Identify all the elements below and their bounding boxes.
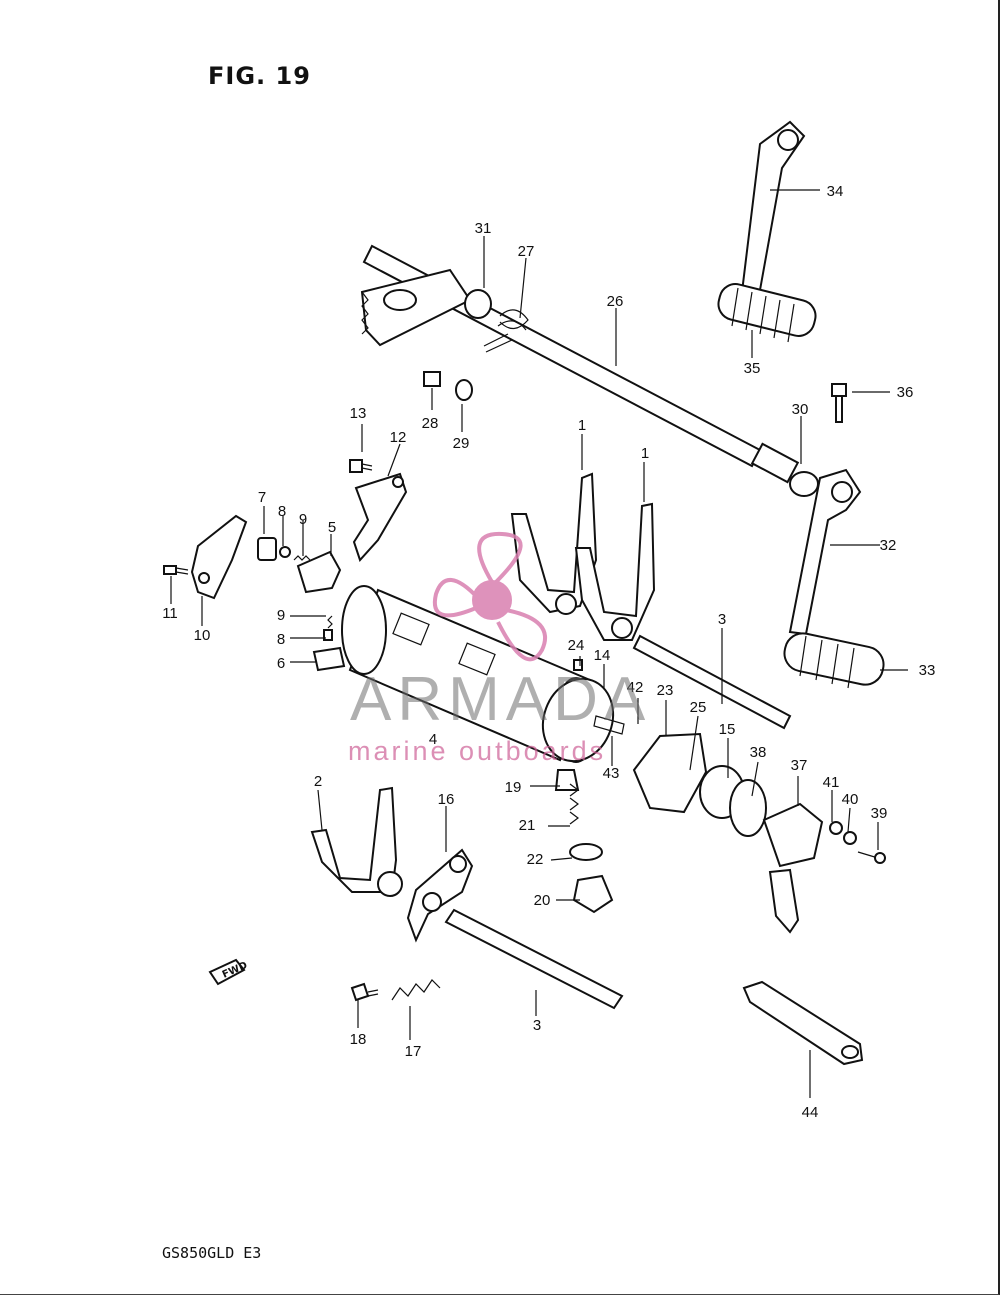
- callout-11: 11: [162, 605, 178, 622]
- callout-1: 1: [578, 417, 586, 434]
- shift-pedal-upper: [717, 120, 847, 423]
- callout-22: 22: [527, 851, 544, 868]
- callout-5: 5: [328, 519, 336, 536]
- callout-24: 24: [568, 637, 585, 654]
- callout-41: 41: [823, 774, 840, 791]
- callout-39: 39: [871, 805, 888, 822]
- callout-34: 34: [827, 183, 844, 200]
- callout-13: 13: [350, 405, 367, 422]
- watermark-brand: ARMADA: [350, 665, 652, 734]
- callout-3: 3: [533, 1017, 541, 1034]
- callout-7: 7: [258, 489, 266, 506]
- callout-32: 32: [880, 537, 897, 554]
- callout-19: 19: [505, 779, 522, 796]
- callout-2: 2: [314, 773, 322, 790]
- callout-8: 8: [278, 503, 286, 520]
- callout-31: 31: [475, 220, 492, 237]
- small-parts-right: [541, 659, 886, 934]
- model-code: GS850GLD E3: [162, 1244, 262, 1262]
- callout-27: 27: [518, 243, 535, 260]
- callout-16: 16: [438, 791, 455, 808]
- callout-28: 28: [422, 415, 439, 432]
- callout-3: 3: [718, 611, 726, 628]
- callout-15: 15: [719, 721, 736, 738]
- callout-23: 23: [657, 682, 674, 699]
- callout-9: 9: [277, 607, 285, 624]
- callout-30: 30: [792, 401, 809, 418]
- small-parts-bottom: [208, 958, 864, 1066]
- callout-9: 9: [299, 511, 307, 528]
- callout-29: 29: [453, 435, 470, 452]
- callout-18: 18: [350, 1031, 367, 1048]
- callout-14: 14: [594, 647, 611, 664]
- callout-40: 40: [842, 791, 859, 808]
- small-parts-left: [163, 371, 473, 672]
- callout-26: 26: [607, 293, 624, 310]
- callout-leaders: [170, 189, 908, 1098]
- callout-10: 10: [194, 627, 211, 644]
- callout-20: 20: [534, 892, 551, 909]
- callout-35: 35: [744, 360, 761, 377]
- callout-33: 33: [919, 662, 936, 679]
- watermark-logo: [432, 531, 548, 662]
- callout-42: 42: [627, 679, 644, 696]
- callout-21: 21: [519, 817, 536, 834]
- shift-fork-2: [310, 786, 403, 897]
- fork-shafts: [444, 634, 792, 1010]
- gear-shift-shaft: [360, 244, 819, 497]
- callout-8: 8: [277, 631, 285, 648]
- callout-43: 43: [603, 765, 620, 782]
- callout-12: 12: [390, 429, 407, 446]
- cam-stopper-plate: [406, 848, 474, 943]
- shift-forks: [510, 472, 656, 641]
- callout-25: 25: [690, 699, 707, 716]
- callout-4: 4: [429, 731, 437, 748]
- watermark-tagline: marine outboards: [348, 736, 607, 766]
- shift-pedal-lower: [783, 468, 885, 689]
- callout-37: 37: [791, 757, 808, 774]
- callout-6: 6: [277, 655, 285, 672]
- callout-36: 36: [897, 384, 914, 401]
- callout-44: 44: [802, 1104, 819, 1121]
- callout-17: 17: [405, 1043, 422, 1060]
- callout-38: 38: [750, 744, 767, 761]
- callout-1: 1: [641, 445, 649, 462]
- figure-title: FIG. 19: [208, 62, 311, 90]
